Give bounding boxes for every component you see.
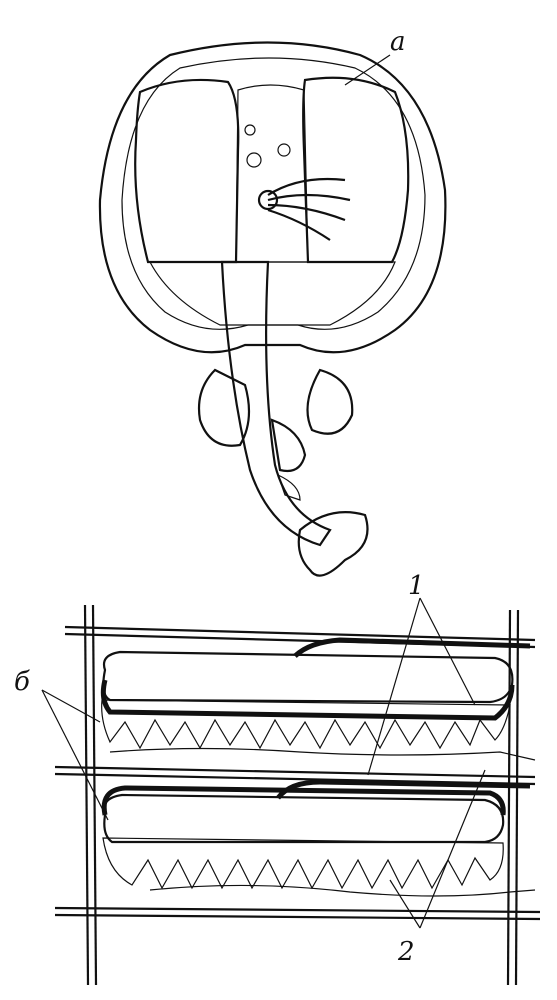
label-2: 2 [397,937,415,967]
ray-central-body [235,84,309,263]
ray-disc-outline [98,41,447,354]
upper-plate-villi [101,699,511,750]
label-b-leader-b [41,689,109,821]
label-1-leader-b [419,597,476,706]
right-pelvic-fin [306,368,354,435]
ray-tail [220,260,332,547]
right-electric-organ [302,76,410,264]
label-a-leader [344,54,391,86]
label-b-leader-a [41,689,101,723]
upper-nerve [293,637,531,658]
upper-nerve-fibre [109,747,536,761]
frame-rods-vertical [83,604,520,986]
label-1: 1 [408,571,425,601]
upper-electric-plate [100,637,536,761]
label-b: б [14,667,30,697]
lower-plate-villi [102,837,504,890]
caudal-fin [297,511,369,577]
ray-pelvic-region [149,261,396,326]
label-a: а [390,27,406,57]
tail-second-fin [276,473,301,501]
electric-plates-illustration [41,597,541,986]
left-pelvic-fin [197,368,251,447]
lower-nerve [276,779,531,800]
label-1-leader-a [367,597,421,776]
tail-dorsal-fin [270,418,307,473]
electric-ray-illustration [98,41,447,577]
nerve-bundle [244,124,351,241]
lower-electric-plate [101,779,536,897]
lower-nerve-fibre [149,884,536,897]
label-2-leader-b [389,879,421,929]
ray-disc-inner [121,57,426,330]
left-electric-organ [134,78,240,264]
label-2-leader-a [419,769,486,929]
